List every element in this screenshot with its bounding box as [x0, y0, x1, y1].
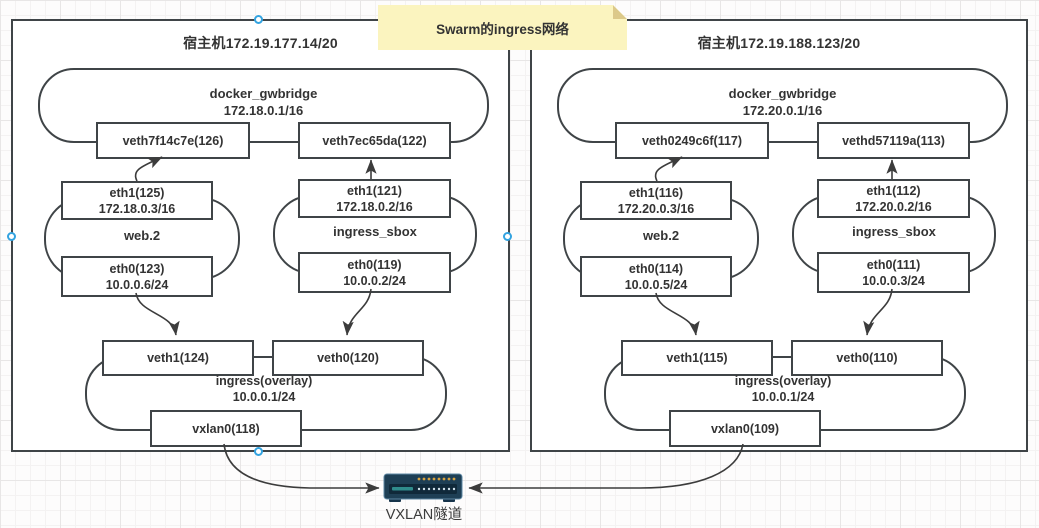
port-label: eth0(123)	[109, 261, 165, 276]
title-note[interactable]: Swarm的ingress网络	[378, 5, 627, 50]
veth-label: veth1(124)	[147, 351, 209, 365]
port-label: eth1(116)	[628, 185, 684, 200]
eth1-port-node[interactable]: eth1(125) 172.18.0.3/16	[61, 181, 213, 220]
connection-handle[interactable]	[254, 447, 263, 456]
vxlan-node[interactable]: vxlan0(109)	[669, 410, 821, 447]
connection-handle[interactable]	[503, 232, 512, 241]
port-label: eth1(125)	[109, 185, 165, 200]
ingress-overlay-label: ingress(overlay) 10.0.0.1/24	[604, 373, 962, 405]
eth0-port-node[interactable]: eth0(114) 10.0.0.5/24	[580, 256, 732, 297]
eth1-port-node[interactable]: eth1(112) 172.20.0.2/16	[817, 179, 970, 218]
connection-handle[interactable]	[254, 15, 263, 24]
bridge-name: docker_gwbridge	[728, 85, 837, 101]
port-label: eth0(111)	[866, 257, 921, 272]
overlay-name: ingress(overlay)	[215, 374, 313, 388]
overlay-veth1-node[interactable]: veth1(124)	[102, 340, 254, 376]
veth-label: veth0(110)	[836, 351, 898, 365]
bridge-veth-node[interactable]: veth7f14c7e(126)	[96, 122, 250, 159]
eth0-port-node[interactable]: eth0(111) 10.0.0.3/24	[817, 252, 970, 293]
bridge-veth-node[interactable]: veth0249c6f(117)	[615, 122, 769, 159]
vxlan-label: vxlan0(118)	[192, 421, 260, 436]
overlay-name: ingress(overlay)	[734, 374, 832, 388]
docker-gwbridge-label: docker_gwbridge 172.18.0.1/16	[210, 85, 318, 119]
veth-label: veth0249c6f(117)	[641, 133, 743, 148]
eth0-port-node[interactable]: eth0(119) 10.0.0.2/24	[298, 252, 451, 293]
veth-label: veth7ec65da(122)	[322, 133, 427, 148]
port-label: eth0(119)	[347, 257, 402, 272]
veth-label: vethd57119a(113)	[842, 133, 945, 148]
eth1-port-node[interactable]: eth1(116) 172.20.0.3/16	[580, 181, 732, 220]
bridge-veth-node[interactable]: vethd57119a(113)	[817, 122, 970, 159]
overlay-veth0-node[interactable]: veth0(110)	[791, 340, 943, 376]
container-name: web.2	[642, 228, 680, 243]
bridge-ip: 172.18.0.1/16	[223, 102, 304, 118]
host-title: 宿主机172.19.188.123/20	[697, 35, 861, 51]
eth1-port-node[interactable]: eth1(121) 172.18.0.2/16	[298, 179, 451, 218]
title-note-text: Swarm的ingress网络	[436, 21, 569, 37]
host-node-left[interactable]: 宿主机172.19.177.14/20 docker_gwbridge 172.…	[11, 19, 510, 452]
vxlan-label: vxlan0(109)	[710, 421, 780, 436]
overlay-ip: 10.0.0.1/24	[751, 390, 815, 404]
container-name: ingress_sbox	[852, 224, 936, 239]
docker-gwbridge-label: docker_gwbridge 172.20.0.1/16	[729, 85, 837, 119]
connection-handle[interactable]	[7, 232, 16, 241]
eth0-port-node[interactable]: eth0(123) 10.0.0.6/24	[61, 256, 213, 297]
port-ip: 172.20.0.2/16	[855, 199, 932, 214]
host-node-right[interactable]: 宿主机172.19.188.123/20 docker_gwbridge 172…	[530, 19, 1028, 452]
port-ip: 10.0.0.5/24	[624, 277, 688, 292]
vxlan-node[interactable]: vxlan0(118)	[150, 410, 302, 447]
veth-label: veth0(120)	[317, 351, 379, 365]
veth-label: veth7f14c7e(126)	[122, 133, 224, 148]
host-title: 宿主机172.19.177.14/20	[183, 35, 338, 51]
port-ip: 172.18.0.2/16	[336, 199, 413, 214]
veth-label: veth1(115)	[666, 351, 728, 365]
container-name: web.2	[123, 228, 161, 243]
port-ip: 10.0.0.6/24	[105, 277, 169, 292]
overlay-veth0-node[interactable]: veth0(120)	[272, 340, 424, 376]
port-label: eth1(112)	[866, 183, 921, 198]
bridge-ip: 172.20.0.1/16	[742, 102, 823, 118]
note-fold-corner	[613, 5, 627, 19]
port-label: eth1(121)	[347, 183, 402, 198]
port-ip: 172.18.0.3/16	[98, 201, 176, 216]
vxlan-tunnel-device[interactable]	[381, 470, 465, 506]
bridge-veth-node[interactable]: veth7ec65da(122)	[298, 122, 451, 159]
overlay-ip: 10.0.0.1/24	[232, 390, 296, 404]
port-ip: 172.20.0.3/16	[617, 201, 695, 216]
switch-icon	[383, 473, 463, 502]
port-ip: 10.0.0.2/24	[343, 273, 406, 288]
overlay-veth1-node[interactable]: veth1(115)	[621, 340, 773, 376]
ingress-overlay-label: ingress(overlay) 10.0.0.1/24	[85, 373, 443, 405]
port-ip: 10.0.0.3/24	[862, 273, 925, 288]
container-name: ingress_sbox	[333, 224, 417, 239]
vxlan-tunnel-label: VXLAN隧道	[385, 507, 463, 523]
port-label: eth0(114)	[628, 261, 684, 276]
bridge-name: docker_gwbridge	[209, 85, 318, 101]
